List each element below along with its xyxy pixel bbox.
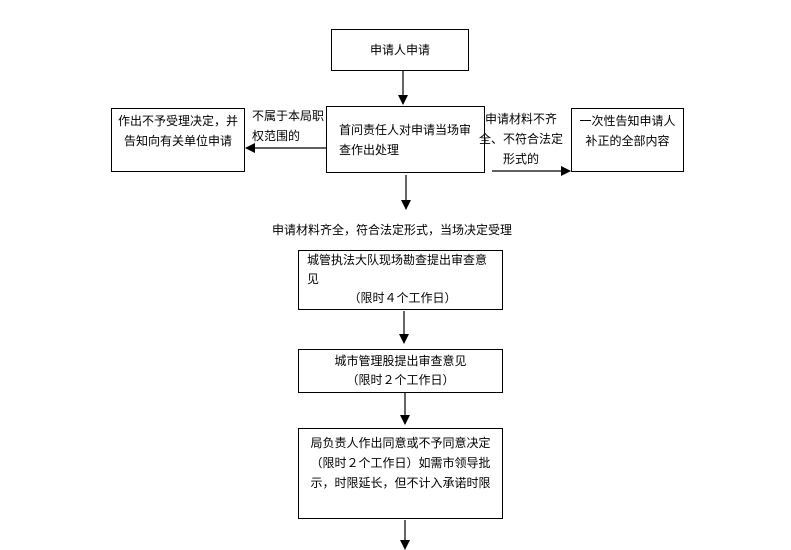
incomplete-label: 申请材料不齐全、不符合法定形式的	[478, 112, 563, 166]
first-desk-text: 首问责任人对申请当场审查作出处理	[339, 123, 472, 157]
out-of-scope-label: 不属于本局职权范围的	[252, 109, 325, 143]
reject-text: 作出不予受理决定，并告知向有关单位申请	[117, 114, 238, 148]
first-desk-box: 首问责任人对申请当场审查作出处理	[326, 106, 485, 173]
decision-text: 局负责人作出同意或不予同意决定（限时２个工作日）如需市领导批示，时限延长，但不计…	[310, 436, 491, 490]
decision-box: 局负责人作出同意或不予同意决定（限时２个工作日）如需市领导批示，时限延长，但不计…	[298, 428, 503, 519]
reject-box: 作出不予受理决定，并告知向有关单位申请	[111, 108, 245, 172]
apply-box: 申请人申请	[331, 29, 469, 71]
survey-text-1: 城管执法大队现场勘查提出审查意见	[307, 253, 488, 286]
section-text-2: （限时２个工作日）	[346, 373, 455, 387]
notify-text: 一次性告知申请人补正的全部内容	[579, 114, 676, 148]
survey-box: 城管执法大队现场勘查提出审查意见 （限时４个工作日）	[298, 250, 503, 310]
apply-text: 申请人申请	[369, 43, 430, 57]
accepted-label: 申请材料齐全，符合法定形式，当场决定受理	[272, 223, 513, 237]
notify-box: 一次性告知申请人补正的全部内容	[571, 108, 684, 172]
section-box: 城市管理股提出审查意见 （限时２个工作日）	[298, 349, 503, 393]
survey-text-2: （限时４个工作日）	[348, 291, 457, 305]
section-text-1: 城市管理股提出审查意见	[334, 354, 467, 368]
